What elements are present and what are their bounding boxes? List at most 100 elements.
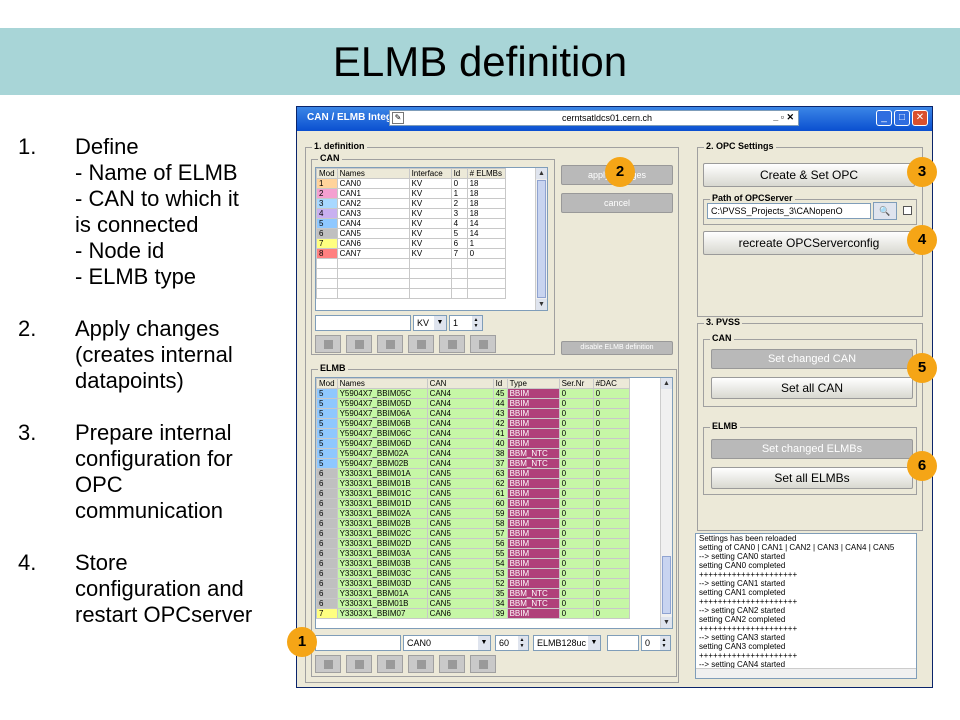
toolbar-button[interactable] xyxy=(346,655,372,673)
can-name-input[interactable] xyxy=(315,315,411,331)
column-header[interactable]: Id xyxy=(492,378,508,389)
set-all-elmbs-button[interactable]: Set all ELMBs xyxy=(711,467,913,489)
column-header[interactable]: CAN xyxy=(426,378,494,389)
toolbar-button[interactable] xyxy=(377,335,403,353)
inner-window-controls[interactable]: _ ▫ ✕ xyxy=(773,112,794,122)
recreate-opcserverconfig-button[interactable]: recreate OPCServerconfig xyxy=(703,231,915,255)
scroll-up-icon[interactable]: ▲ xyxy=(536,168,547,179)
empty-row xyxy=(316,258,506,269)
toolbar-button[interactable] xyxy=(408,655,434,673)
column-header[interactable]: Type xyxy=(506,378,560,389)
maximize-icon[interactable]: □ xyxy=(894,110,910,126)
elmb-name-input[interactable] xyxy=(315,635,401,651)
elmb-can-select[interactable]: CAN0 xyxy=(403,635,491,651)
elmb-type-select[interactable]: ELMB128uc xyxy=(533,635,601,651)
can-group: CAN xyxy=(311,153,555,355)
scroll-down-icon[interactable]: ▼ xyxy=(536,299,547,310)
dac-stepper[interactable]: 0 xyxy=(641,635,671,651)
close-icon[interactable]: ✕ xyxy=(912,110,928,126)
scroll-thumb[interactable] xyxy=(662,556,671,614)
column-header[interactable]: # ELMBs xyxy=(466,168,506,179)
serial-number-input[interactable] xyxy=(607,635,639,651)
column-header[interactable]: Interface xyxy=(408,168,452,179)
column-header[interactable]: Mod xyxy=(316,168,338,179)
can-table-scrollbar[interactable]: ▲ ▼ xyxy=(535,168,547,310)
toolbar-button[interactable] xyxy=(470,335,496,353)
set-changed-elmbs-button[interactable]: Set changed ELMBs xyxy=(711,439,913,459)
opc-path-input[interactable]: C:\PVSS_Projects_3\CANopenO xyxy=(707,203,871,219)
toolbar-button[interactable] xyxy=(346,335,372,353)
scroll-up-icon[interactable]: ▲ xyxy=(661,378,672,389)
column-header[interactable]: Names xyxy=(336,168,410,179)
table-cell: Y3303X1_BBIM07 xyxy=(336,608,428,619)
column-header[interactable]: Ser.Nr xyxy=(558,378,594,389)
scroll-down-icon[interactable]: ▼ xyxy=(661,617,672,628)
scroll-thumb[interactable] xyxy=(537,180,546,298)
cancel-button[interactable]: cancel xyxy=(561,193,673,213)
toolbar-button[interactable] xyxy=(470,655,496,673)
log-scrollbar[interactable] xyxy=(696,668,916,678)
column-header[interactable]: Mod xyxy=(316,378,338,389)
browse-folder-icon[interactable]: 🔍 xyxy=(873,202,897,220)
interface-select[interactable]: KV xyxy=(413,315,447,331)
toolbar-button[interactable] xyxy=(377,655,403,673)
toolbar-button[interactable] xyxy=(315,335,341,353)
column-header[interactable]: Names xyxy=(336,378,428,389)
empty-row xyxy=(316,278,506,289)
elmb-table-scrollbar[interactable]: ▲ ▼ xyxy=(660,378,672,628)
toolbar-button[interactable] xyxy=(439,335,465,353)
table-cell: CAN5 xyxy=(426,558,494,569)
disable-elmb-button[interactable]: disable ELMB definition xyxy=(561,341,673,355)
title-bar[interactable]: CAN / ELMB Integ ✎ cerntsatldcs01.cern.c… xyxy=(297,107,932,131)
toolbar-button[interactable] xyxy=(408,335,434,353)
create-set-opc-button[interactable]: Create & Set OPC xyxy=(703,163,915,187)
table-cell: Y5904X7_BBM02A xyxy=(336,448,428,459)
column-header[interactable]: Id xyxy=(450,168,468,179)
table-cell: CAN4 xyxy=(426,458,494,469)
set-all-can-button[interactable]: Set all CAN xyxy=(711,377,913,399)
set-changed-can-button[interactable]: Set changed CAN xyxy=(711,349,913,369)
toolbar-button[interactable] xyxy=(439,655,465,673)
elmb-id-stepper[interactable]: 60 xyxy=(495,635,529,651)
column-header[interactable]: #DAC xyxy=(592,378,630,389)
toolbar-button[interactable] xyxy=(315,655,341,673)
opc-checkbox[interactable] xyxy=(903,206,912,215)
minimize-icon[interactable]: _ xyxy=(876,110,892,126)
can-id-stepper[interactable]: 1 xyxy=(449,315,483,331)
marker-2: 2 xyxy=(605,157,635,187)
